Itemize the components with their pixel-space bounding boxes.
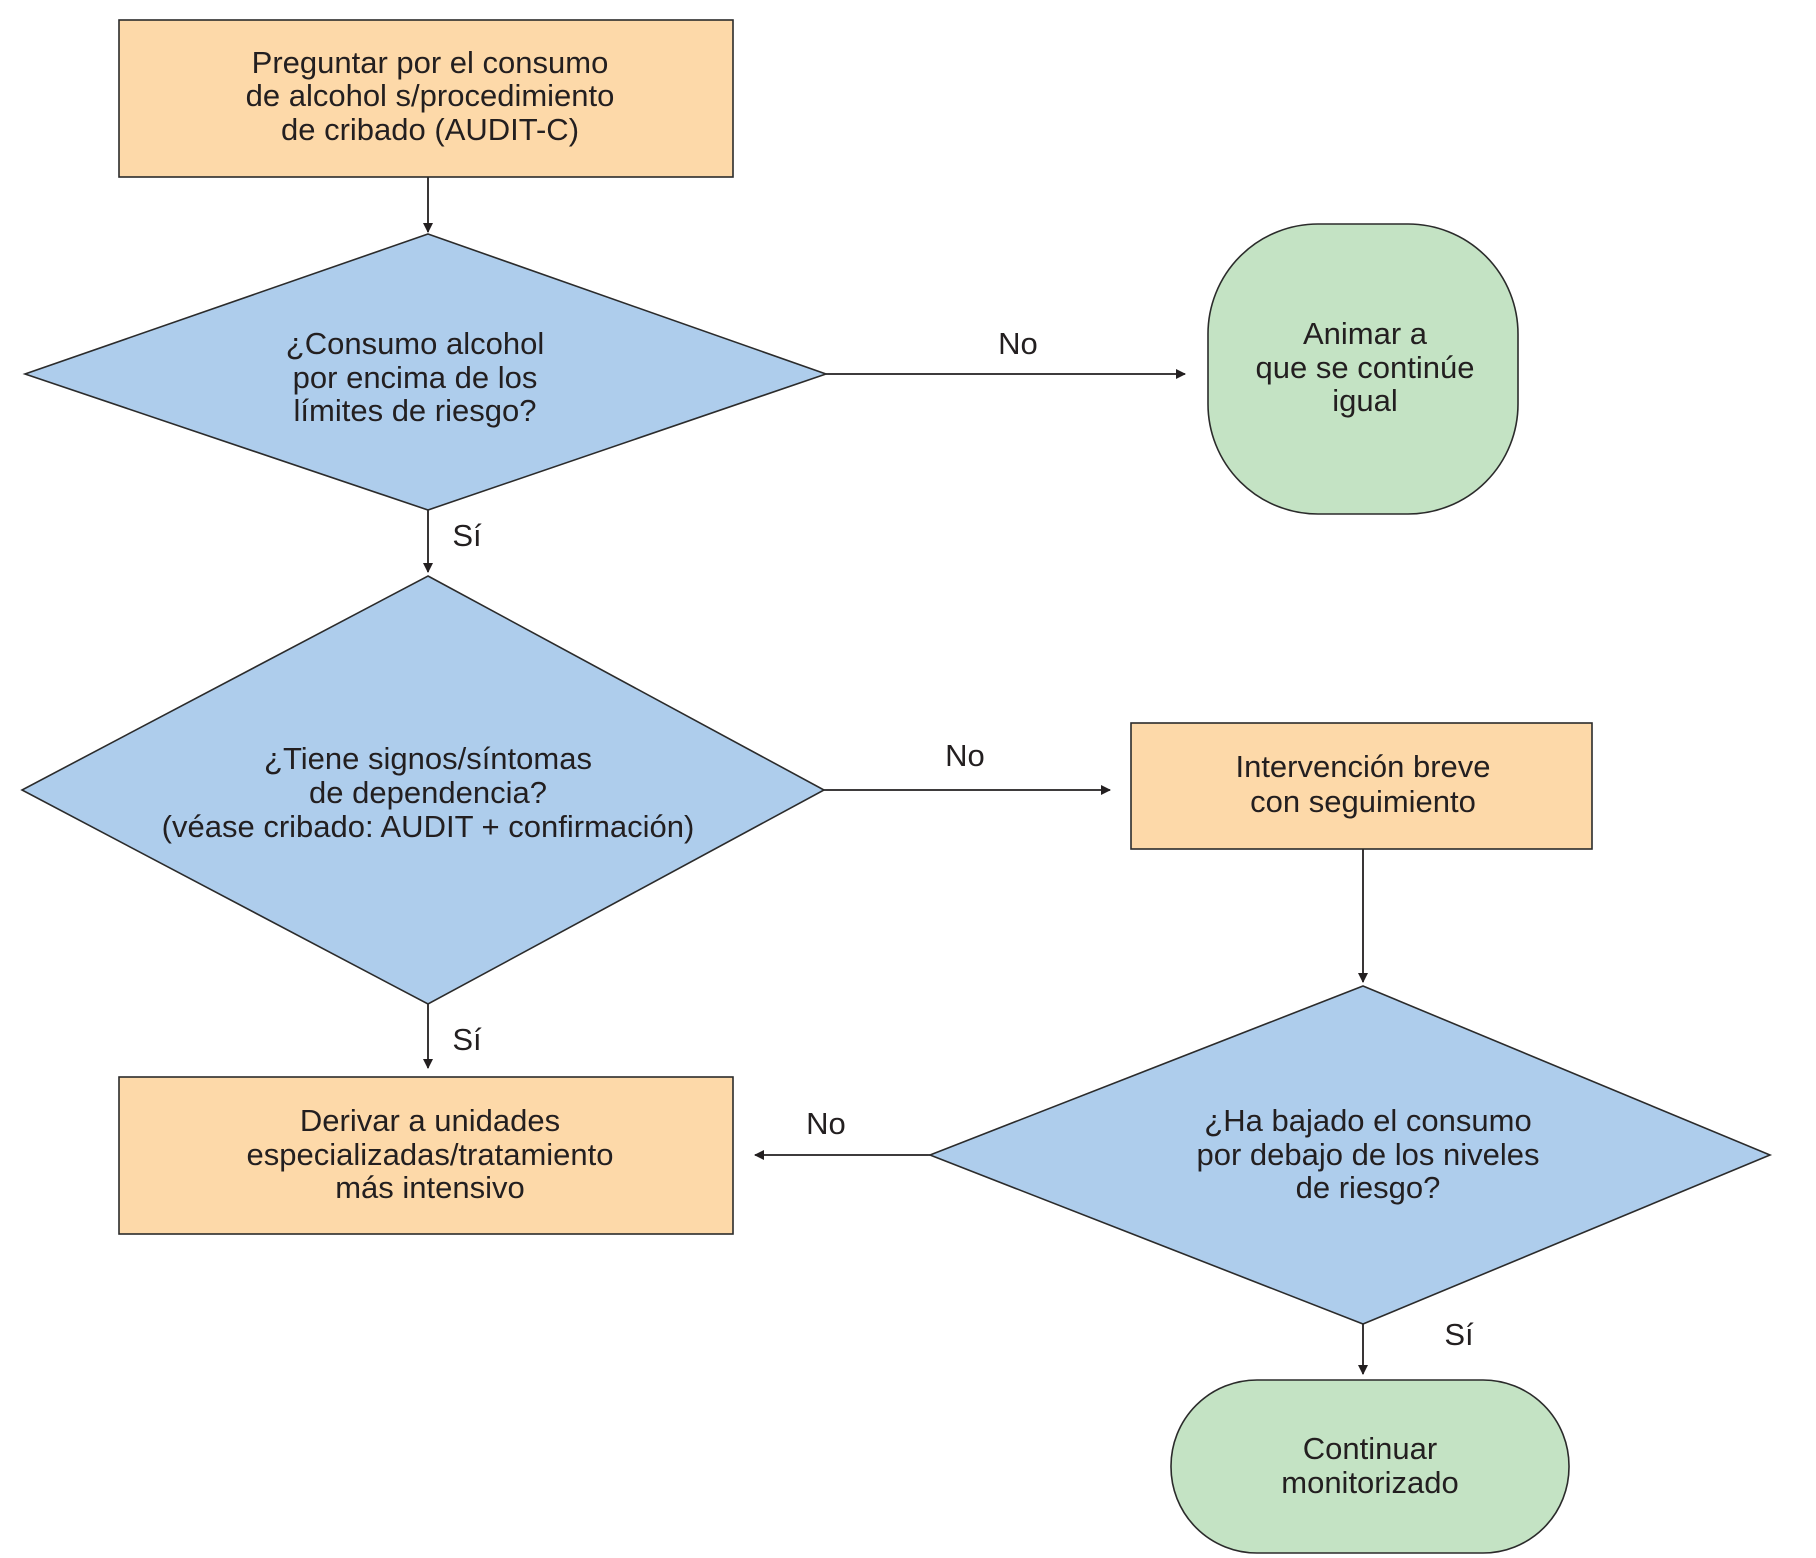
edge-label-dependence-no: No	[945, 738, 985, 773]
node-text-line: de cribado (AUDIT-C)	[281, 112, 579, 147]
node-text-line: que se continúe	[1256, 350, 1475, 385]
node-text-line: de dependencia?	[309, 775, 547, 810]
edge-label-limits-yes: Sí	[452, 518, 482, 553]
edge-label-dependence-yes: Sí	[452, 1022, 482, 1057]
decision-dependence-signs: ¿Tiene signos/síntomas de dependencia? (…	[20, 575, 826, 1005]
process-ask-consumption: Preguntar por el consumo de alcohol s/pr…	[118, 19, 734, 178]
node-text-line: ¿Consumo alcohol	[286, 326, 544, 361]
node-text-line: con seguimiento	[1250, 784, 1476, 819]
node-text-line: igual	[1332, 383, 1398, 418]
node-text-line: Animar a	[1303, 316, 1428, 351]
node-text-line: ¿Ha bajado el consumo	[1204, 1103, 1531, 1138]
terminal-continue-monitoring: Continuar monitorizado	[1170, 1379, 1570, 1554]
edge-label-reduced-yes: Sí	[1444, 1317, 1474, 1352]
process-refer-specialized: Derivar a unidades especializadas/tratam…	[118, 1076, 734, 1235]
edge-label-limits-no: No	[998, 326, 1038, 361]
node-text-line: límites de riesgo?	[294, 393, 537, 428]
node-text-line: Derivar a unidades	[300, 1103, 560, 1138]
node-text-line: de alcohol s/procedimiento	[246, 78, 615, 113]
node-text-line: por debajo de los niveles	[1197, 1137, 1540, 1172]
process-brief-intervention: Intervención breve con seguimiento	[1130, 722, 1593, 850]
node-text-line: más intensivo	[335, 1170, 525, 1205]
node-text-line: de riesgo?	[1296, 1170, 1441, 1205]
node-text-line: (véase cribado: AUDIT + confirmación)	[162, 809, 695, 844]
edge-label-reduced-no: No	[806, 1106, 846, 1141]
terminal-encourage-continue: Animar a que se continúe igual	[1207, 223, 1519, 515]
node-text-line: monitorizado	[1281, 1465, 1458, 1500]
decision-above-risk-limits: ¿Consumo alcohol por encima de los límit…	[22, 233, 829, 511]
node-text-line: Intervención breve	[1235, 749, 1490, 784]
node-text-line: ¿Tiene signos/síntomas	[264, 741, 592, 776]
node-text-line: especializadas/tratamiento	[246, 1137, 613, 1172]
decision-reduced-below-risk: ¿Ha bajado el consumo por debajo de los …	[927, 985, 1773, 1325]
node-text-line: por encima de los	[293, 360, 538, 395]
node-text-line: Preguntar por el consumo	[252, 45, 609, 80]
node-text-line: Continuar	[1303, 1431, 1437, 1466]
